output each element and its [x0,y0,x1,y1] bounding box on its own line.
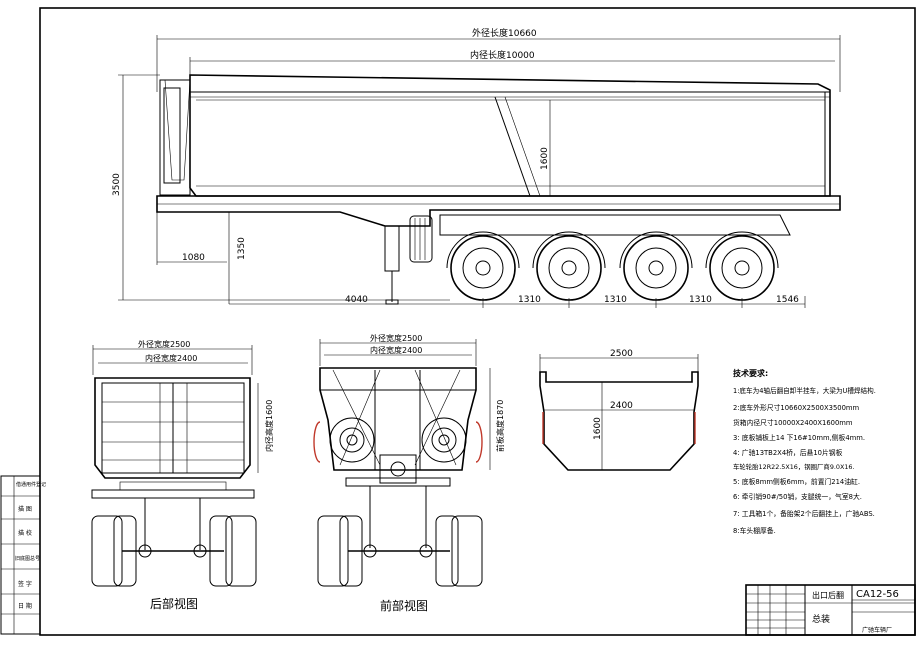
drawing-border [39,7,916,636]
dim-inner-length: 内径长度10000 [470,49,535,61]
company-name: 广驰车辆厂 [862,626,892,634]
drawing-code: CA12-56 [856,589,899,600]
dim-axle2: 1310 [604,295,627,305]
rear-dim-inner: 内径宽度2400 [145,353,197,363]
rear-view-caption: 后部视图 [150,596,198,611]
title-name: 出口后翻 [812,590,844,600]
section-dim-outer: 2500 [610,349,633,359]
strip-label-6: 日 期 [18,602,32,610]
notes-line-7: 5: 底板8mm侧板6mm，前置门214油缸. [733,477,860,486]
notes-line-9: 7: 工具箱1个，备胎架2个后翻挂上，广驰ABS. [733,509,875,518]
front-dim-outer: 外径宽度2500 [370,333,422,343]
notes-line-8: 6: 牵引销90#/50销，支腿统一，气室8大. [733,492,862,501]
technical-notes: 技术要求: 1:底车为4轴后翻自卸半挂车，大梁为U槽焊结构. 2:底车外形尺寸1… [733,368,876,535]
rear-view: 外径宽度2500 内径宽度2400 内径高度1600 后部视图 [91,339,274,611]
rear-dim-outer: 外径宽度2500 [138,339,190,349]
notes-line-4: 3: 底板铺板上14 下16⁠#10mm,侧板4mm. [733,433,865,442]
front-dim-inner: 内径宽度2400 [370,345,422,355]
front-dim-height: 前板高度1870 [495,400,505,452]
strip-label-3: 描 校 [18,529,32,537]
notes-line-3: 货箱内径尺寸10000X2400X1600mm [733,418,853,427]
strip-label-1: 借通用件登记 [16,481,46,488]
dim-outer-length: 外径长度10660 [472,27,537,39]
section-dim-inner: 2400 [610,401,633,411]
dim-rear: 1546 [776,295,799,305]
notes-line-1: 1:底车为4轴后翻自卸半挂车，大梁为U槽焊结构. [733,386,876,395]
section-dim-height: 1600 [593,417,603,440]
rear-dim-height: 内径高度1600 [264,400,274,452]
title-block: 出口后翻 总装 CA12-56 广驰车辆厂 [745,584,916,636]
notes-line-6: 车轮轮胎12R22.5X16，钢圈厂商9.0X16. [733,462,855,471]
side-view: 外径长度10660 内径长度10000 1600 [112,27,841,308]
dim-deck-height: 1350 [237,237,247,260]
notes-title: 技术要求: [733,368,768,378]
notes-line-5: 4: 广驰13TB2X4桥，后悬10片钢板 [733,448,843,457]
front-view-caption: 前部视图 [380,598,428,613]
section-view: 2500 2400 1600 [539,349,699,471]
dim-span1: 4040 [345,295,368,305]
notes-line-10: 8:车头棚厚备. [733,526,776,535]
side-wheels [450,235,775,301]
dim-axle3: 1310 [689,295,712,305]
dim-height-total: 3500 [112,173,122,196]
dim-box-height: 1600 [540,147,550,170]
dim-kingpin: 1080 [182,253,205,263]
strip-label-4: 旧底图总号 [15,555,40,562]
strip-label-2: 描 图 [18,505,32,513]
front-view: 外径宽度2500 内径宽度2400 前板高度1870 前部视图 [313,333,505,613]
title-sub: 总装 [812,613,830,625]
dim-axle1: 1310 [518,295,541,305]
notes-line-2: 2:底车外形尺寸10660X2500X3500mm [733,403,860,412]
strip-label-5: 签 字 [18,580,32,588]
left-revision-strip: 借通用件登记 描 图 描 校 旧底图总号 签 字 日 期 [0,475,46,635]
